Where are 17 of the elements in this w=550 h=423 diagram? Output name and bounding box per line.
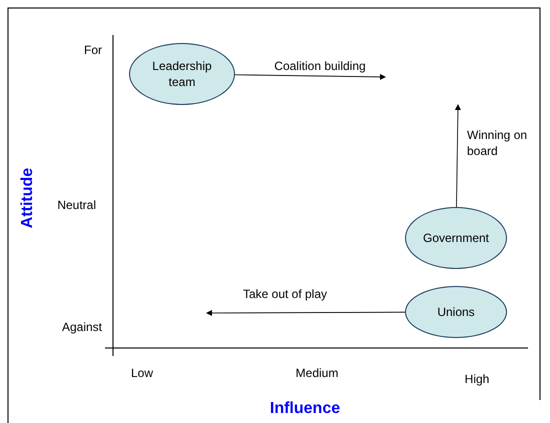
axis-tick-label: High [464, 371, 490, 387]
stakeholder-ellipse: Government [405, 207, 507, 269]
arrow [454, 104, 461, 208]
axis-tick-label: Neutral [56, 197, 96, 213]
axis-tick-label: Against [60, 319, 102, 335]
stakeholder-ellipse: Unions [405, 286, 507, 338]
edge-label: Winning on board [467, 127, 528, 159]
edge-label: Coalition building [273, 58, 367, 74]
edge-label: Take out of play [242, 286, 328, 302]
stakeholder-ellipse: Leadership team [129, 43, 235, 105]
axis-title: Attitude [20, 166, 36, 230]
arrow [234, 74, 386, 80]
axis-tick-label: Low [130, 365, 154, 381]
axis-tick-label: Medium [294, 365, 340, 381]
arrow [206, 310, 406, 316]
axis-tick-label: For [83, 42, 102, 58]
axis-title: Influence [268, 401, 342, 417]
